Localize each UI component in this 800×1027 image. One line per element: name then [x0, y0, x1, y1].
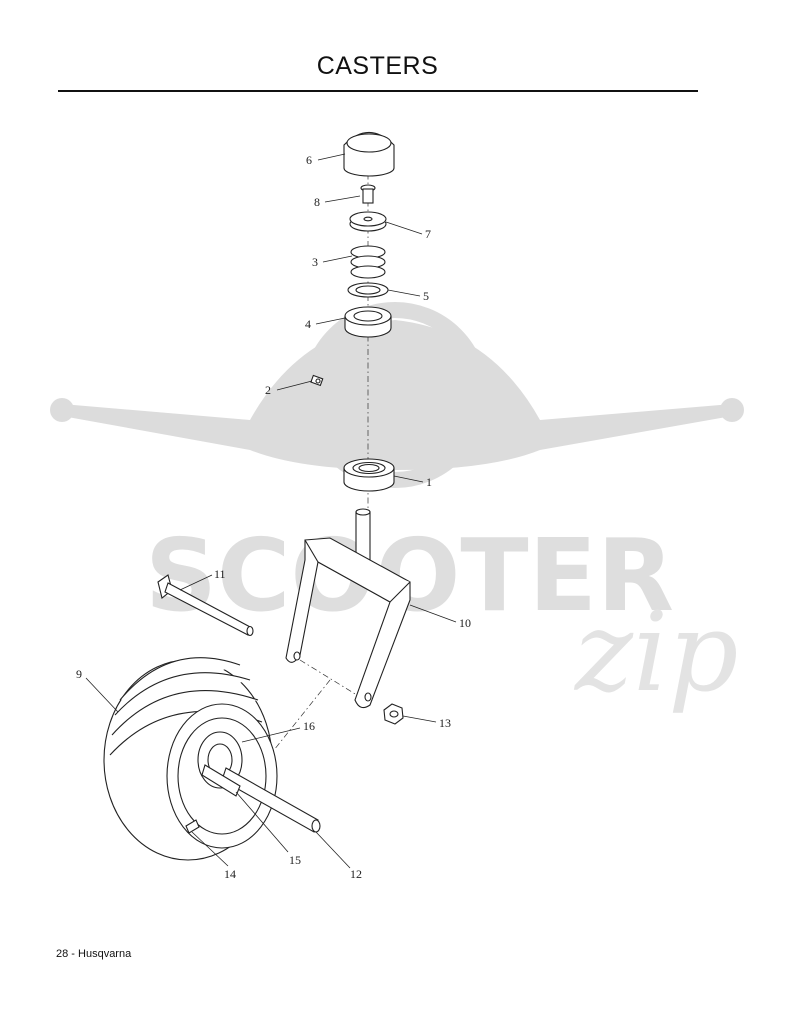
- part-14-valve-stem: [185, 819, 200, 834]
- part-11-axle-bolt: [157, 574, 254, 637]
- callout-12: 12: [350, 867, 362, 881]
- callout-9: 9: [76, 667, 82, 681]
- part-2-grease-fitting: [310, 374, 324, 387]
- part-6-dust-cap: [343, 131, 395, 177]
- page-footer: 28 - Husqvarna: [56, 948, 132, 960]
- callout-4: 4: [305, 317, 311, 331]
- part-8-bolt: [360, 184, 376, 204]
- page-title: CASTERS: [316, 52, 439, 80]
- callout-15: 15: [289, 853, 301, 867]
- part-10-caster-fork: [285, 508, 411, 709]
- part-1-lower-bearing: [343, 458, 395, 492]
- callout-3: 3: [312, 255, 318, 269]
- fork-hole-line: [299, 659, 366, 701]
- watermark-text: SCOOTER: [145, 517, 674, 634]
- callout-1: 1: [426, 475, 432, 489]
- callout-5: 5: [423, 289, 429, 303]
- callout-6: 6: [306, 153, 312, 167]
- callout-11: 11: [214, 567, 226, 581]
- part-13-nut: [383, 703, 404, 725]
- title-rule: [58, 90, 698, 92]
- callout-14: 14: [224, 867, 236, 881]
- wheel-axis-line: [269, 679, 331, 756]
- part-15-spacer: [201, 764, 241, 797]
- callout-8: 8: [314, 195, 320, 209]
- part-5-seal: [347, 282, 389, 298]
- leader-lines: [85, 153, 457, 869]
- callout-13: 13: [439, 716, 451, 730]
- part-7-washer: [349, 211, 387, 232]
- part-3-spring-rings: [350, 245, 386, 279]
- watermark-script: zip: [573, 588, 739, 716]
- callout-10: 10: [459, 616, 471, 630]
- callout-7: 7: [425, 227, 431, 241]
- part-4-bearing: [344, 306, 392, 338]
- callout-2: 2: [265, 383, 271, 397]
- callout-16: 16: [303, 719, 315, 733]
- watermark-logo: SCOOTER zip: [50, 302, 744, 716]
